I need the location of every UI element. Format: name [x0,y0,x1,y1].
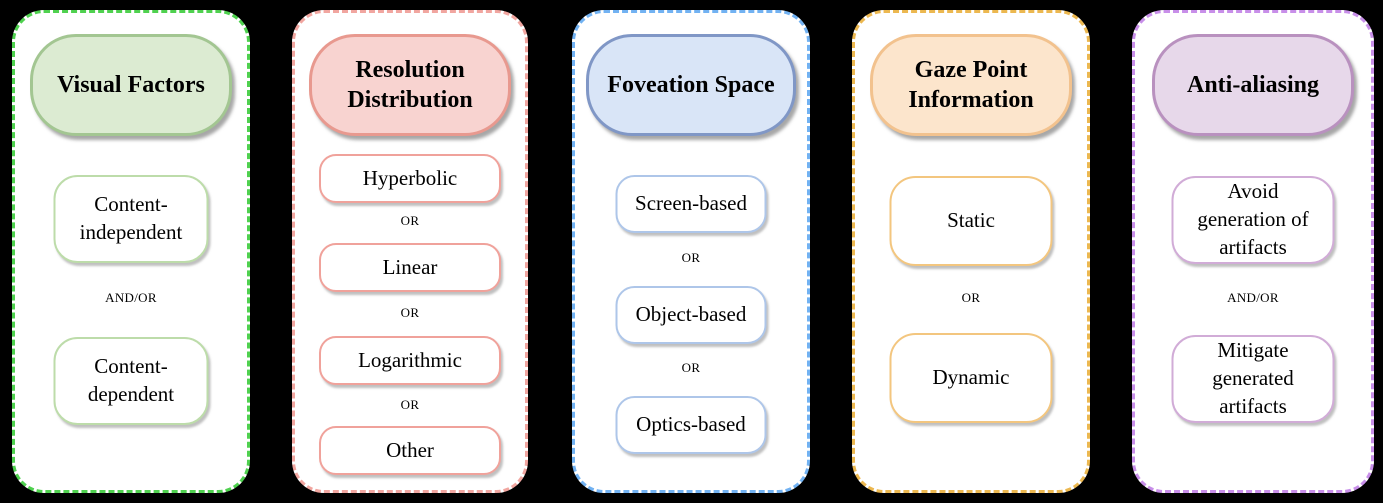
option-dynamic: Dynamic [889,333,1053,423]
option-other: Other [319,426,501,475]
option-content-independent: Content- independent [53,175,209,263]
panel-foveation-space: Foveation Space Screen-based OR Object-b… [572,10,810,493]
panel-title-foveation-space: Foveation Space [586,34,796,136]
panel-title-visual-factors: Visual Factors [30,34,232,136]
panel-gaze-point-information: Gaze Point Information Static OR Dynamic [852,10,1090,493]
connector-and-or: AND/OR [1227,290,1279,305]
panel-title-anti-aliasing: Anti-aliasing [1152,34,1354,136]
option-linear: Linear [319,243,501,292]
panel-visual-factors: Visual Factors Content- independent AND/… [12,10,250,493]
option-object-based: Object-based [615,286,767,344]
connector-and-or: AND/OR [105,290,157,305]
panel-title-gaze-point-information: Gaze Point Information [870,34,1072,136]
connector-or: OR [961,290,981,305]
panel-anti-aliasing: Anti-aliasing Avoid generation of artifa… [1132,10,1374,493]
connector-or: OR [400,397,420,412]
connector-or: OR [400,305,420,320]
connector-or: OR [681,360,701,375]
option-content-dependent: Content- dependent [53,337,209,425]
connector-or: OR [400,213,420,228]
option-avoid-generation-of-artifacts: Avoid generation of artifacts [1171,176,1335,264]
option-logarithmic: Logarithmic [319,336,501,385]
option-screen-based: Screen-based [615,175,767,233]
option-hyperbolic: Hyperbolic [319,154,501,203]
option-optics-based: Optics-based [615,396,767,454]
option-static: Static [889,176,1053,266]
panel-title-resolution-distribution: Resolution Distribution [309,34,511,136]
option-mitigate-generated-artifacts: Mitigate generated artifacts [1171,335,1335,423]
panel-resolution-distribution: Resolution Distribution Hyperbolic OR Li… [292,10,528,493]
connector-or: OR [681,250,701,265]
